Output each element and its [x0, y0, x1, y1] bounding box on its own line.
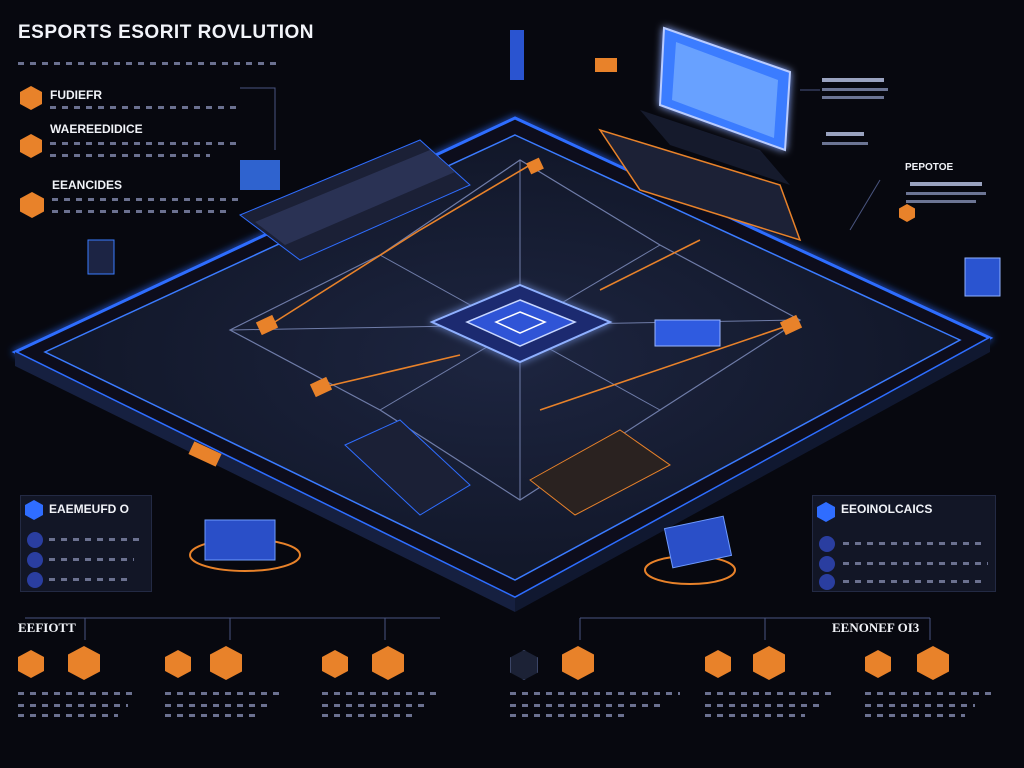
bottom-right-title: EENONEF OI3	[832, 620, 920, 635]
bullet-icon	[819, 536, 835, 552]
left-callout-label: FUDIEFR	[50, 88, 102, 102]
controller-icon	[20, 86, 42, 110]
monitor-icon	[165, 650, 191, 678]
bottom-left-title: EEFIOTT	[18, 620, 76, 635]
title-underline	[18, 62, 278, 65]
bullet-icon	[819, 574, 835, 590]
chart-icon	[322, 650, 348, 678]
mid-right-panel-title: EEOINOLCAICS	[841, 502, 933, 516]
chart-icon	[372, 646, 404, 680]
monitor-icon	[210, 646, 242, 680]
bullet-icon	[819, 556, 835, 572]
controller-icon	[68, 646, 100, 680]
bullet-icon	[27, 532, 43, 548]
chart-icon	[917, 646, 949, 680]
headset-icon	[20, 134, 42, 158]
page-title: ESPORTS ESORIT ROVLUTION	[18, 22, 314, 43]
right-callout-label: PEPOTOE	[905, 162, 954, 173]
monitor-icon	[705, 650, 731, 678]
mid-right-panel: EEOINOLCAICS	[812, 495, 996, 592]
trophy-icon	[562, 646, 594, 680]
trophy-icon	[510, 650, 538, 680]
bullet-icon	[27, 552, 43, 568]
bullet-icon	[27, 572, 43, 588]
controller-icon	[18, 650, 44, 678]
screen-icon	[899, 204, 915, 222]
mid-left-panel-title: EAEMEUFD O	[49, 502, 130, 516]
monitor-icon	[753, 646, 785, 680]
left-callout-label: EEANCIDES	[52, 178, 123, 192]
chart-icon	[865, 650, 891, 678]
mid-left-panel: EAEMEUFD O	[20, 495, 152, 592]
shield-icon	[25, 500, 43, 520]
shield-icon	[817, 502, 835, 522]
left-callout-label: WAEREEDIDICE	[50, 122, 143, 136]
